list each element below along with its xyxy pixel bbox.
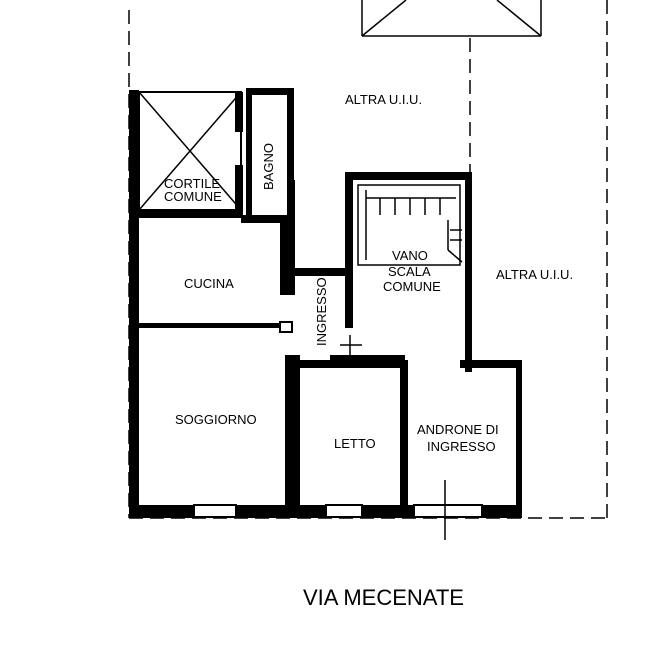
- cortile-comune: [138, 91, 243, 218]
- label-altra-uiu-top: ALTRA U.I.U.: [345, 92, 422, 107]
- street-name: VIA MECENATE: [303, 585, 464, 610]
- central-walls: [285, 335, 408, 518]
- south-wall: [129, 480, 522, 540]
- label-androne-1: ANDRONE DI: [417, 422, 499, 437]
- label-cucina: CUCINA: [184, 276, 234, 291]
- label-cortile-2: COMUNE: [164, 189, 222, 204]
- label-letto: LETTO: [334, 436, 376, 451]
- label-ingresso: INGRESSO: [314, 277, 329, 346]
- label-soggiorno: SOGGIORNO: [175, 412, 257, 427]
- cucina-walls: [139, 223, 350, 333]
- label-vano-3: COMUNE: [383, 279, 441, 294]
- label-androne-2: INGRESSO: [427, 439, 496, 454]
- stair-detail: [357, 184, 463, 266]
- bagno-walls: [241, 88, 295, 223]
- west-wall: [129, 90, 139, 518]
- label-bagno: BAGNO: [261, 143, 276, 190]
- top-shaft-outline: [361, 0, 542, 37]
- label-altra-uiu-right: ALTRA U.I.U.: [496, 267, 573, 282]
- label-cortile-1: CORTILE: [164, 176, 220, 191]
- label-vano-2: SCALA: [388, 264, 431, 279]
- label-vano-1: VANO: [392, 248, 428, 263]
- vano-scala-walls: [345, 172, 520, 372]
- east-wall: [516, 360, 522, 518]
